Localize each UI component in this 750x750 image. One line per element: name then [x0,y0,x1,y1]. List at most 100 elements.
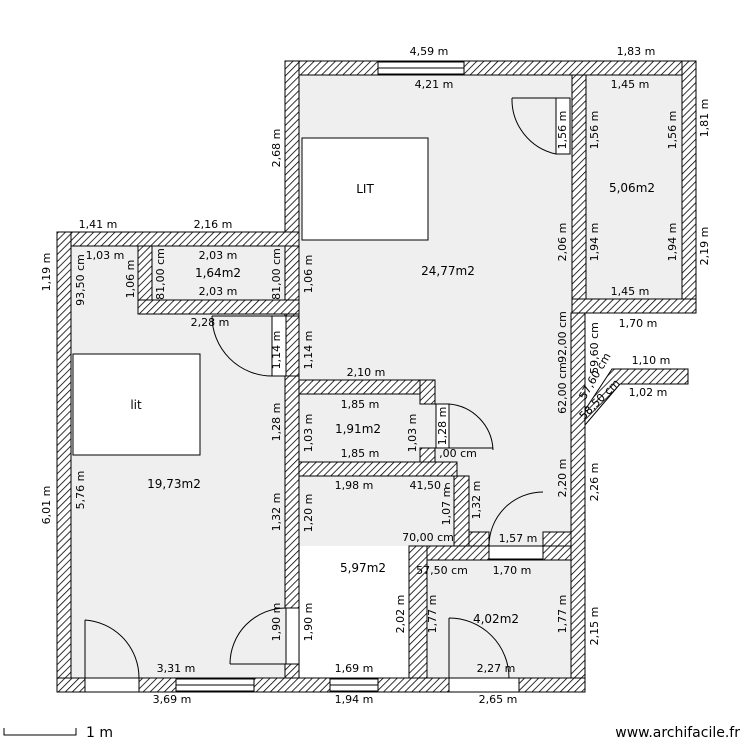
door-top-right [555,97,571,155]
dim-12: 1,19 m [40,253,53,292]
door-bath-right [488,545,544,560]
dim-57: 57,50 cm [416,564,468,577]
dim-58: 1,70 m [493,564,532,577]
dim-66: 1,69 m [335,662,374,675]
dim-68: 3,69 m [153,693,192,706]
dim-23: 1,94 m [666,223,679,262]
room-areas: 24,77m2 5,06m2 1,64m2 19,73m2 1,91m2 5,9… [147,181,655,626]
dim-28: 1,14 m [270,331,283,370]
dim-29: 1,14 m [302,331,315,370]
wall-top [284,60,697,76]
dim-6: 1,56 m [588,111,601,150]
dim-24: 2,19 m [698,227,711,266]
wall-bath-right [453,475,470,547]
dim-30: 62,00 cm [556,362,569,414]
bed-lower [72,353,201,456]
door-left-hall [271,315,287,377]
dim-70: 2,65 m [479,693,518,706]
room-area-top-right: 5,06m2 [609,181,655,195]
door-bath-left [285,607,300,665]
dim-13: 1,03 m [86,249,125,262]
dim-37: 2,10 m [347,366,386,379]
room-area-main-bedroom: 24,77m2 [421,264,475,278]
dim-48: 41,50 c [409,479,450,492]
dim-43: 1,85 m [341,447,380,460]
dim-9: 2,68 m [270,129,283,168]
dim-52: 1,32 m [470,481,483,520]
wall-top-right-bottom [571,298,697,314]
dim-15: 1,06 m [124,260,137,299]
dim-51: 1,07 m [440,487,453,526]
dim-54: 2,26 m [588,463,601,502]
dim-8: 1,81 m [698,99,711,138]
wall-angled [584,368,689,427]
dim-69: 1,94 m [335,693,374,706]
dim-32: 59,60 cm [588,322,601,374]
wall-partition-center-a [284,313,300,317]
dim-26: 2,28 m [191,316,230,329]
wall-partition-center-c [284,663,300,679]
dim-11: 2,16 m [194,218,233,231]
dim-61: 1,77 m [556,595,569,634]
dim-59: 2,02 m [394,595,407,634]
wall-right-lower [570,312,586,693]
wall-left-top [56,231,300,247]
dim-41: 1,03 m [406,414,419,453]
room-area-left-bedroom: 19,73m2 [147,477,201,491]
dim-38: 1,85 m [341,398,380,411]
dim-56: 1,57 m [499,532,538,545]
dim-44: ,00 cm [439,447,477,460]
wall-small-room-bottom [137,299,300,315]
dim-16: 2,03 m [199,249,238,262]
wall-partition-right [571,74,587,300]
dim-31: 92,00 cm [556,311,569,363]
scale-label: 1 m [86,725,113,741]
dim-21: 2,06 m [556,223,569,262]
room-area-bathroom: 5,97m2 [340,561,386,575]
wall-right-top [681,60,697,314]
dim-42: 1,28 m [436,407,449,446]
wall-closet-top [298,379,436,395]
dim-27: 1,70 m [619,317,658,330]
dim-45: 6,01 m [40,486,53,525]
dim-39: 1,28 m [270,403,283,442]
room-area-closet: 1,91m2 [335,422,381,436]
furniture: LIT lit [72,137,429,456]
dim-4: 1,45 m [611,78,650,91]
dim-35: 1,10 m [632,354,671,367]
door-front-left [84,677,140,693]
doors [84,97,571,693]
dim-40: 1,03 m [302,414,315,453]
dim-60: 1,77 m [426,595,439,634]
dim-64: 1,90 m [302,603,315,642]
dim-55: 70,00 cm [402,531,454,544]
dim-7: 1,56 m [666,111,679,150]
dim-50: 1,20 m [302,494,315,533]
dim-47: 1,98 m [335,479,374,492]
dim-63: 1,90 m [270,603,283,642]
wall-partition-center-b [284,375,300,609]
wall-bath-right-step2 [542,531,572,547]
watermark: www.archifacile.fr [615,725,740,741]
wall-closet-right-a [419,379,436,405]
dim-46: 5,76 m [74,471,87,510]
dim-17: 81,00 cm [154,248,167,300]
dim-22: 1,94 m [588,223,601,262]
dim-1: 4,59 m [410,45,449,58]
dim-18: 81,00 cm [270,248,283,300]
dim-10: 1,41 m [79,218,118,231]
dim-67: 2,27 m [477,662,516,675]
door-bottom-right [448,677,520,693]
dim-49: 1,32 m [270,493,283,532]
wall-closet-right-b [419,447,436,463]
wall-main-left [284,60,300,377]
windows [175,61,465,692]
dim-53: 2,20 m [556,459,569,498]
dim-2: 1,83 m [617,45,656,58]
wall-bath-right-step [468,531,490,547]
dim-25: 1,45 m [611,285,650,298]
dim-5: 1,56 m [556,111,569,150]
dim-36: 1,02 m [629,386,668,399]
bed-label-lit-upper: LIT [356,182,374,196]
